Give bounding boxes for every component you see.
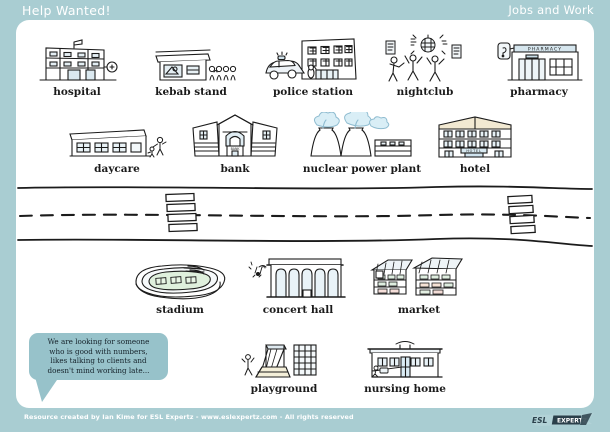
speech-bubble-text: We are looking for someone who is good w… xyxy=(29,337,168,375)
place-label: nuclear power plant xyxy=(302,163,422,175)
page-footer: Resource created by Ian Kime for ESL Exp… xyxy=(0,408,610,432)
hospital-icon xyxy=(39,39,118,81)
place-label: bank xyxy=(220,163,250,175)
road-illustration xyxy=(17,185,593,247)
place-label: nightclub xyxy=(396,86,454,98)
place-label: concert hall xyxy=(262,304,334,316)
place-item-kebab-stand[interactable]: kebab stand xyxy=(142,36,240,98)
bubble-line: doesn't mind working late... xyxy=(47,365,150,375)
kebab-stand-icon xyxy=(155,49,237,81)
hotel-icon: HOTEL xyxy=(438,116,512,158)
footer-credit: Resource created by Ian Kime for ESL Exp… xyxy=(24,413,354,421)
logo-esl-text: ESL xyxy=(532,416,548,425)
place-label: kebab stand xyxy=(155,86,227,98)
place-label: hotel xyxy=(459,163,491,175)
speech-bubble xyxy=(29,333,168,380)
svg-text:PHARMACY: PHARMACY xyxy=(528,47,562,53)
place-label: police station xyxy=(272,86,354,98)
nuclear-power-plant-icon xyxy=(310,112,412,157)
pharmacy-icon: PHARMACY xyxy=(497,42,583,81)
page-section-label: Jobs and Work xyxy=(508,3,594,17)
police-station-icon xyxy=(265,38,357,80)
nursing-home-icon xyxy=(367,341,443,378)
logo-expertz-text: EXPERTZ xyxy=(557,418,588,425)
place-item-bank[interactable]: BANK bank xyxy=(183,112,287,175)
nightclub-icon xyxy=(385,34,462,82)
stadium-icon xyxy=(135,264,226,300)
place-item-nightclub[interactable]: nightclub xyxy=(380,33,470,98)
place-label: hospital xyxy=(53,86,101,98)
bubble-line: who is good with numbers, xyxy=(49,346,148,356)
place-item-police-station[interactable]: police station xyxy=(258,33,368,98)
place-item-market[interactable]: market xyxy=(366,254,472,316)
place-item-playground[interactable]: playground xyxy=(232,337,336,395)
place-label: daycare xyxy=(94,163,140,175)
esl-expertz-logo[interactable]: ESL EXPERTZ xyxy=(530,412,596,428)
svg-text:BANK: BANK xyxy=(231,147,241,151)
bubble-line: We are looking for someone xyxy=(47,337,150,346)
place-item-nuclear-power-plant[interactable]: nuclear power plant xyxy=(297,112,427,175)
place-label: nursing home xyxy=(364,383,446,395)
place-item-daycare[interactable]: daycare xyxy=(62,116,172,175)
concert-hall-icon xyxy=(248,258,346,298)
svg-text:HOTEL: HOTEL xyxy=(466,149,481,153)
place-label: market xyxy=(397,304,441,316)
playground-icon xyxy=(241,344,317,378)
page-header: Help Wanted! Jobs and Work xyxy=(0,0,610,24)
place-item-pharmacy[interactable]: PHARMACY pharmacy xyxy=(490,34,588,98)
daycare-icon xyxy=(69,129,167,158)
bubble-line: likes talking to clients and xyxy=(50,356,147,366)
place-label: stadium xyxy=(156,304,204,316)
place-item-hotel[interactable]: HOTEL hotel xyxy=(427,113,523,175)
place-item-stadium[interactable]: stadium xyxy=(128,258,232,316)
place-label: pharmacy xyxy=(510,86,568,98)
page-title: Help Wanted! xyxy=(22,3,111,18)
place-label: playground xyxy=(250,383,318,395)
market-icon xyxy=(370,257,463,296)
place-item-concert-hall[interactable]: concert hall xyxy=(247,255,349,316)
place-item-nursing-home[interactable]: nursing home xyxy=(352,337,458,395)
bank-icon: BANK xyxy=(192,114,278,157)
speech-bubble-tail xyxy=(35,377,59,402)
place-item-hospital[interactable]: hospital xyxy=(30,36,124,98)
